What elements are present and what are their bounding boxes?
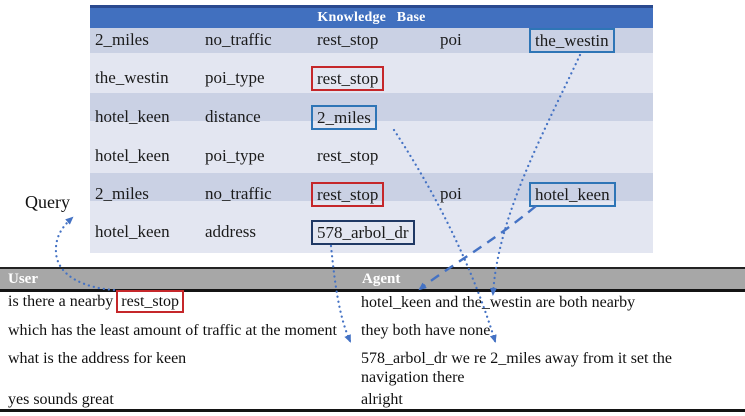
kb-cell: poi_type <box>205 146 265 165</box>
agent-column-header: Agent <box>362 271 401 287</box>
kb-cell-highlight-blue: 2_miles <box>311 105 377 130</box>
kb-cell: poi <box>440 30 462 49</box>
agent-utterance: alright <box>361 391 403 408</box>
kb-row-stripe <box>90 28 653 53</box>
user-utterance: what is the address for keen <box>8 350 187 367</box>
agent-utterance: hotel_keen and the_westin are both nearb… <box>361 294 636 311</box>
kb-cell: hotel_keen <box>95 107 170 126</box>
kb-cell: distance <box>205 107 261 126</box>
bottom-border-rule <box>0 409 745 412</box>
kb-cell: no_traffic <box>205 30 272 49</box>
agent-utterance: navigation there <box>361 369 465 386</box>
kb-cell: no_traffic <box>205 184 272 203</box>
kb-table-row: the_westin poi_type rest_stop <box>90 66 653 91</box>
kb-cell: rest_stop <box>317 146 379 165</box>
kb-cell: poi <box>440 184 462 203</box>
agent-utterance: they both have none <box>361 322 491 339</box>
user-utterance: yes sounds great <box>8 391 114 408</box>
kb-table-row: 2_miles no_traffic rest_stop poi hotel_k… <box>90 182 653 207</box>
kb-table-row: hotel_keen address 578_arbol_dr <box>90 220 653 245</box>
kb-cell-highlight-red: rest_stop <box>311 182 385 207</box>
kb-table-row: hotel_keen distance 2_miles <box>90 105 653 130</box>
kb-cell-highlight-navy: 578_arbol_dr <box>311 220 415 245</box>
user-utterance-highlight-red: rest_stop <box>116 290 185 313</box>
user-utterance-text: is there a nearby <box>8 293 114 310</box>
kb-cell: hotel_keen <box>95 222 170 241</box>
kb-table-row: 2_miles no_traffic rest_stop poi the_wes… <box>90 28 653 53</box>
user-utterance: which has the least amount of traffic at… <box>8 322 337 339</box>
kb-table-row: hotel_keen poi_type rest_stop <box>90 144 653 168</box>
dialogue-header-bar: User Agent <box>0 267 745 292</box>
kb-cell: hotel_keen <box>95 146 170 165</box>
kb-cell: poi_type <box>205 68 265 87</box>
kb-cell-highlight-blue: hotel_keen <box>529 182 616 207</box>
user-column-header: User <box>8 271 38 287</box>
kb-cell-highlight-red: rest_stop <box>311 66 385 91</box>
kb-cell: address <box>205 222 256 241</box>
knowledge-base-table: Knowledge Base 2_miles no_traffic rest_s… <box>90 5 653 253</box>
kb-table-title: Knowledge Base <box>90 5 653 28</box>
kb-cell-highlight-blue: the_westin <box>529 28 615 53</box>
kb-cell: 2_miles <box>95 30 149 49</box>
kb-cell: rest_stop <box>317 30 379 49</box>
kb-cell: 2_miles <box>95 184 149 203</box>
agent-utterance: 578_arbol_dr we re 2_miles away from it … <box>361 350 673 367</box>
kb-cell: the_westin <box>95 68 169 87</box>
query-label: Query <box>25 192 70 212</box>
